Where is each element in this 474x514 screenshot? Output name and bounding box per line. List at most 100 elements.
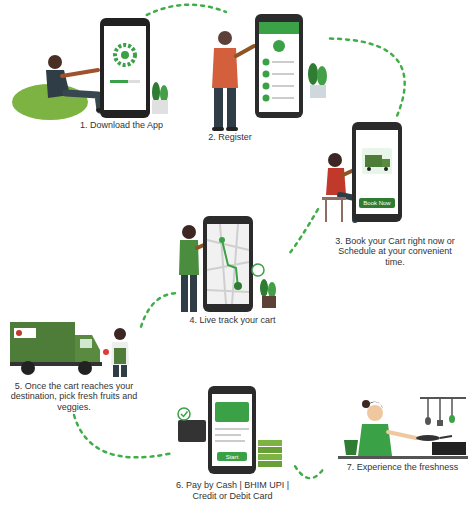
phone-map-part (207, 224, 249, 304)
button-label-wrap: Book Now (359, 198, 395, 208)
phone-pay-part (215, 440, 245, 442)
dashed-connector (290, 209, 318, 252)
vendor-person-part (113, 365, 119, 377)
vegetable-cart-part (78, 361, 92, 375)
step-caption: 6. Pay by Cash | BHIM UPI | Credit or De… (170, 480, 295, 502)
money-stack (258, 440, 282, 467)
kitchen-part (427, 398, 429, 418)
step-caption: 7. Experience the freshness (340, 462, 465, 473)
standing-person-part (179, 240, 199, 275)
phone-map-part (203, 216, 253, 312)
plant-part (310, 85, 326, 98)
phone-map-part (252, 264, 264, 276)
money-stack-part (258, 461, 282, 467)
kitchen-part (439, 398, 441, 422)
phone-register-part (272, 73, 294, 75)
phone-download-part (110, 80, 140, 83)
standing-person-part (226, 127, 238, 131)
vegetable-cart (10, 322, 102, 375)
vendor-person-part (121, 365, 127, 377)
step-caption: 4. Live track your cart (175, 315, 290, 326)
phone-register-part (263, 83, 270, 90)
phone-pay-part (212, 394, 252, 466)
step-node: 1. Download the App (15, 15, 170, 133)
phone-register-part (272, 85, 294, 87)
sitting-person-part (341, 200, 343, 222)
phone-book-part (359, 198, 395, 208)
phone-book-part (362, 148, 392, 174)
vegetable-cart-part (10, 322, 75, 364)
plant-part (262, 296, 276, 308)
wallet-part (181, 412, 188, 417)
vegetable-cart-part (14, 328, 36, 338)
phone-map-part (234, 282, 242, 290)
bean-bag-person (12, 55, 106, 120)
kitchen-part (432, 442, 466, 455)
kitchen-part (338, 456, 468, 459)
phone-map (203, 216, 264, 312)
phone-register-part (259, 22, 299, 34)
vegetable-cart-part (21, 361, 35, 375)
plant-part (308, 63, 318, 85)
button-label: Start (226, 454, 239, 460)
dashed-connector (330, 39, 405, 118)
phone-book-part (352, 122, 402, 222)
standing-person-part (212, 127, 224, 131)
step-caption: 3. Book your Cart right now or Schedule … (330, 236, 460, 268)
standing-person-part (181, 275, 188, 312)
step-node: 6. Pay by Cash | BHIM UPI | Credit or De… (170, 378, 295, 504)
plant-part (152, 100, 168, 114)
kitchen-part (437, 420, 443, 426)
plant-part (317, 66, 327, 86)
cooking-woman-part (362, 400, 370, 408)
phone-register-part (259, 22, 299, 112)
phone-register-part (273, 40, 285, 52)
phone-pay-part (215, 434, 241, 436)
phone-download-part (110, 80, 128, 83)
standing-person-part (212, 48, 238, 88)
standing-person (212, 31, 254, 131)
bean-bag-person-part (48, 55, 62, 69)
wallet (178, 408, 206, 442)
phone-book (352, 122, 402, 222)
phone-download-part (121, 51, 129, 59)
dashed-connector (147, 5, 226, 15)
wallet-part (178, 420, 206, 442)
step-node: 5. Once the cart reaches your destinatio… (8, 315, 140, 415)
kitchen-part (449, 415, 455, 423)
dashed-connector (295, 466, 325, 478)
cooking-woman-part (440, 436, 452, 438)
phone-register-part (263, 71, 270, 78)
vendor-person-part (111, 342, 129, 365)
kitchen-part (425, 417, 431, 425)
sitting-person (322, 153, 355, 222)
standing-person-part (227, 88, 236, 128)
vegetable-cart-part (80, 339, 92, 348)
sitting-person-part (326, 168, 346, 195)
step-node: 4. Live track your cart (175, 212, 290, 328)
phone-pay (208, 386, 256, 474)
kitchen-part (451, 398, 453, 416)
plant (152, 82, 168, 114)
vegetable-cart-part (75, 335, 100, 364)
phone-pay-part (217, 452, 247, 461)
plant (260, 279, 276, 308)
standing-person-part (190, 275, 197, 312)
phone-map-part (207, 224, 249, 304)
vegetable-cart-part (16, 330, 22, 336)
standing-person-part (182, 225, 196, 239)
phone-register-part (263, 59, 270, 66)
money-stack-part (258, 454, 282, 460)
phone-register (255, 14, 303, 118)
phone-pay-part (215, 402, 249, 422)
sitting-person-part (325, 200, 327, 222)
vendor-person-part (114, 328, 126, 340)
button-label-wrap: Start (217, 452, 247, 461)
standing-person-part (218, 31, 232, 45)
phone-download-part (100, 18, 150, 118)
phone-book-part (382, 159, 390, 167)
step-caption: 5. Once the cart reaches your destinatio… (8, 381, 140, 413)
plant (308, 63, 327, 98)
step-node: 2. Register (200, 12, 330, 145)
